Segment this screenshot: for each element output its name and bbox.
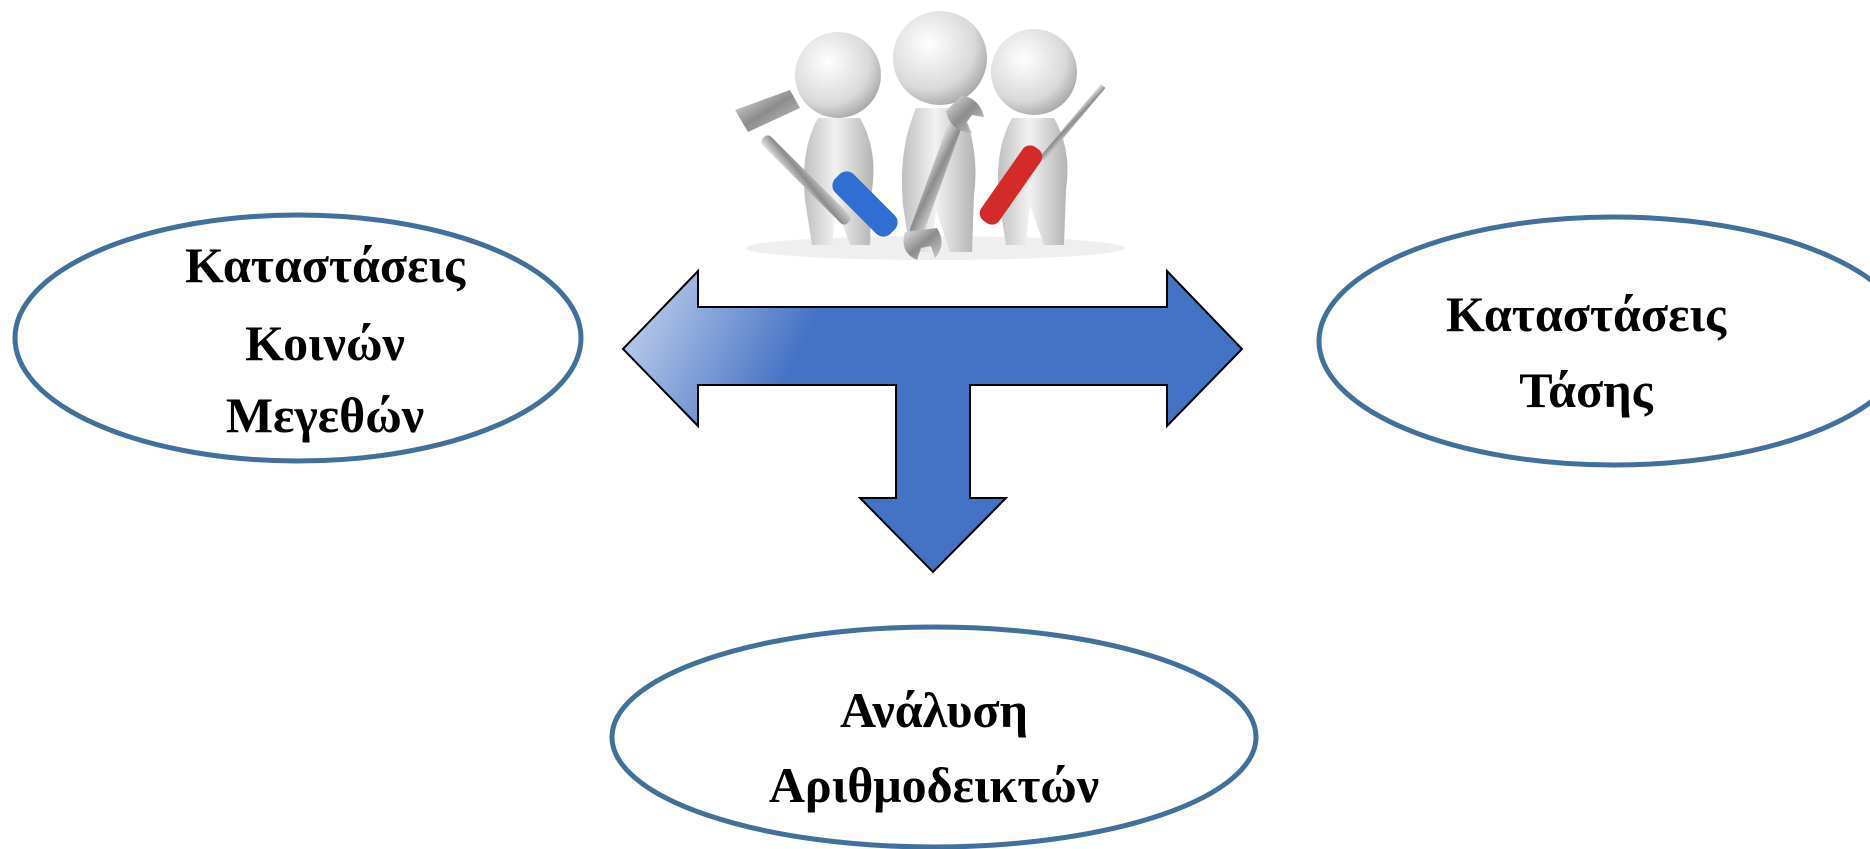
node-right-ellipse [1316,214,1870,468]
node-right: Καταστάσεις Τάσης [1316,214,1870,468]
node-left-line1: Καταστάσεις [185,237,466,293]
worker-middle-figure [893,11,987,252]
three-way-arrow [621,268,1244,574]
node-bottom: Ανάλυση Αριθμοδεικτών [609,624,1259,849]
three-workers-with-tools-icon [735,11,1125,260]
node-right-line2: Τάσης [1519,362,1653,418]
wrench-icon [903,95,984,260]
node-bottom-line1: Ανάλυση [840,682,1028,738]
node-left: Καταστάσεις Κοινών Μεγεθών [12,212,584,464]
node-left-line2: Κοινών [245,315,405,371]
node-right-line1: Καταστάσεις [1446,286,1727,342]
node-bottom-line2: Αριθμοδεικτών [769,757,1099,813]
hammer-icon [735,90,898,237]
node-left-ellipse [12,212,584,464]
screwdriver-icon [979,84,1106,225]
node-bottom-ellipse [609,624,1259,849]
node-left-line3: Μεγεθών [226,387,424,443]
